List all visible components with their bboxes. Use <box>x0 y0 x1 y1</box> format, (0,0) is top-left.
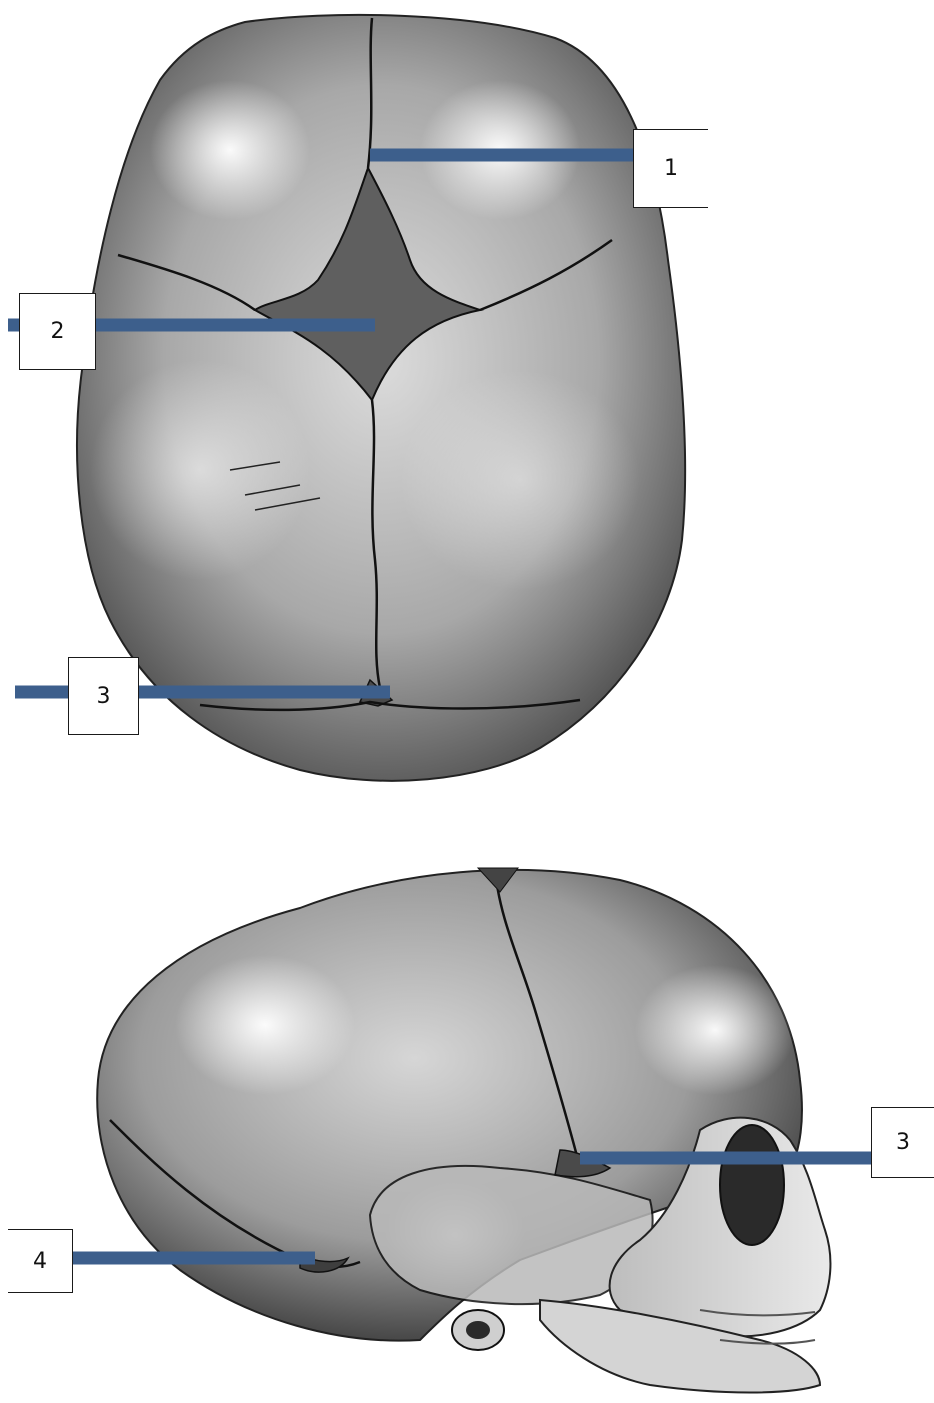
parietal-boss-right <box>400 370 640 590</box>
frontal-eminence <box>635 965 795 1095</box>
label-box-3-side: 3 <box>871 1107 934 1178</box>
parietal-eminence <box>175 955 355 1095</box>
skull-side-view <box>97 868 830 1393</box>
ear-canal-inner <box>466 1321 490 1339</box>
label-box-1: 1 <box>633 129 708 208</box>
frontal-boss-left <box>150 80 310 220</box>
label-box-3-top: 3 <box>68 657 139 735</box>
label-box-4: 4 <box>8 1229 73 1293</box>
parietal-boss-left <box>90 360 310 580</box>
orbit <box>720 1125 784 1245</box>
label-box-2: 2 <box>19 293 96 370</box>
skull-top-view <box>77 15 685 781</box>
